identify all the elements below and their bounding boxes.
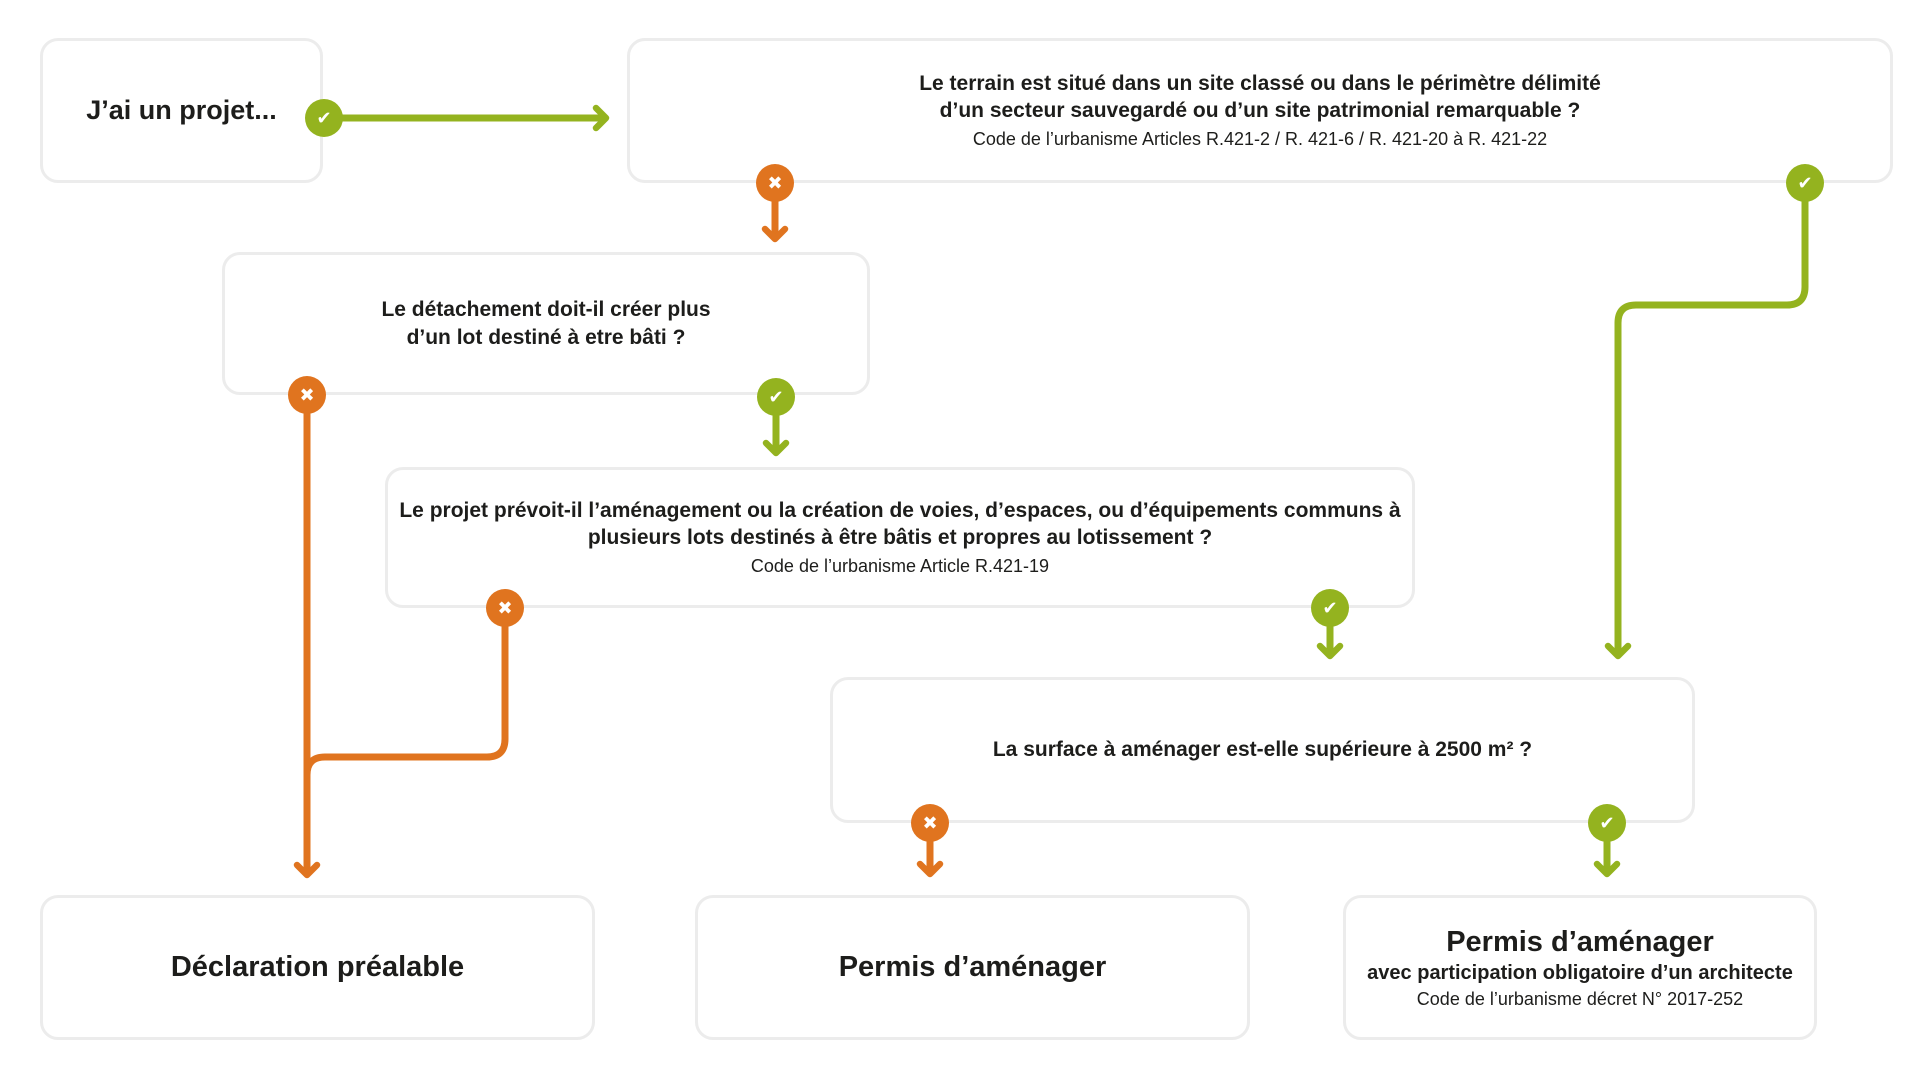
question-surface: La surface à aménager est-elle supérieur… <box>830 677 1695 823</box>
question-site-line1: Le terrain est situé dans un site classé… <box>919 71 1601 95</box>
question-amenagement: Le projet prévoit-il l’aménagement ou la… <box>385 467 1415 608</box>
yes-check-icon: ✔ <box>1588 804 1626 842</box>
no-cross-icon: ✖ <box>486 589 524 627</box>
cross-glyph: ✖ <box>922 812 938 834</box>
yes-check-icon: ✔ <box>757 378 795 416</box>
no-cross-icon: ✖ <box>911 804 949 842</box>
yes-check-icon: ✔ <box>1786 164 1824 202</box>
check-glyph: ✔ <box>1599 812 1615 834</box>
no-cross-icon: ✖ <box>756 164 794 202</box>
result-declaration-label: Déclaration préalable <box>170 951 465 984</box>
cross-glyph: ✖ <box>497 597 513 619</box>
result-permis-archi-label: Permis d’aménager <box>1446 925 1714 958</box>
result-permis-archi-subtitle: avec participation obligatoire d’un arch… <box>1367 961 1793 984</box>
check-glyph: ✔ <box>316 107 332 129</box>
question-site-classe: Le terrain est situé dans un site classé… <box>627 38 1893 183</box>
start-node-label: J’ai un projet... <box>86 95 277 125</box>
cross-glyph: ✖ <box>299 384 315 406</box>
check-glyph: ✔ <box>1797 172 1813 194</box>
result-declaration-prealable: Déclaration préalable <box>40 895 595 1040</box>
question-detachement: Le détachement doit-il créer plus d’un l… <box>222 252 870 395</box>
check-glyph: ✔ <box>1322 597 1338 619</box>
result-permis-archi-code-reference: Code de l’urbanisme décret N° 2017-252 <box>1416 988 1744 1009</box>
question-site-code-reference: Code de l’urbanisme Articles R.421-2 / R… <box>972 129 1548 150</box>
result-permis-amenager-architecte: Permis d’aménager avec participation obl… <box>1343 895 1817 1040</box>
question-amenagement-line1: Le projet prévoit-il l’aménagement ou la… <box>399 498 1401 522</box>
start-node: J’ai un projet... <box>40 38 323 183</box>
question-amenagement-line2: plusieurs lots destinés à être bâtis et … <box>587 526 1213 550</box>
cross-glyph: ✖ <box>767 172 783 194</box>
edge-amenagement-no-merge <box>303 623 509 779</box>
yes-check-icon: ✔ <box>305 99 343 137</box>
no-cross-icon: ✖ <box>288 376 326 414</box>
edge-site-yes-to-surface <box>1604 197 1809 660</box>
question-amenagement-code-reference: Code de l’urbanisme Article R.421-19 <box>750 556 1050 577</box>
result-permis-amenager: Permis d’aménager <box>695 895 1250 1040</box>
check-glyph: ✔ <box>768 386 784 408</box>
question-surface-line1: La surface à aménager est-elle supérieur… <box>992 738 1533 762</box>
question-site-line2: d’un secteur sauvegardé ou d’un site pat… <box>939 99 1581 123</box>
question-detachement-line1: Le détachement doit-il créer plus <box>381 297 711 321</box>
question-detachement-line2: d’un lot destiné à etre bâti ? <box>406 325 686 349</box>
result-permis-label: Permis d’aménager <box>838 951 1107 984</box>
yes-check-icon: ✔ <box>1311 589 1349 627</box>
